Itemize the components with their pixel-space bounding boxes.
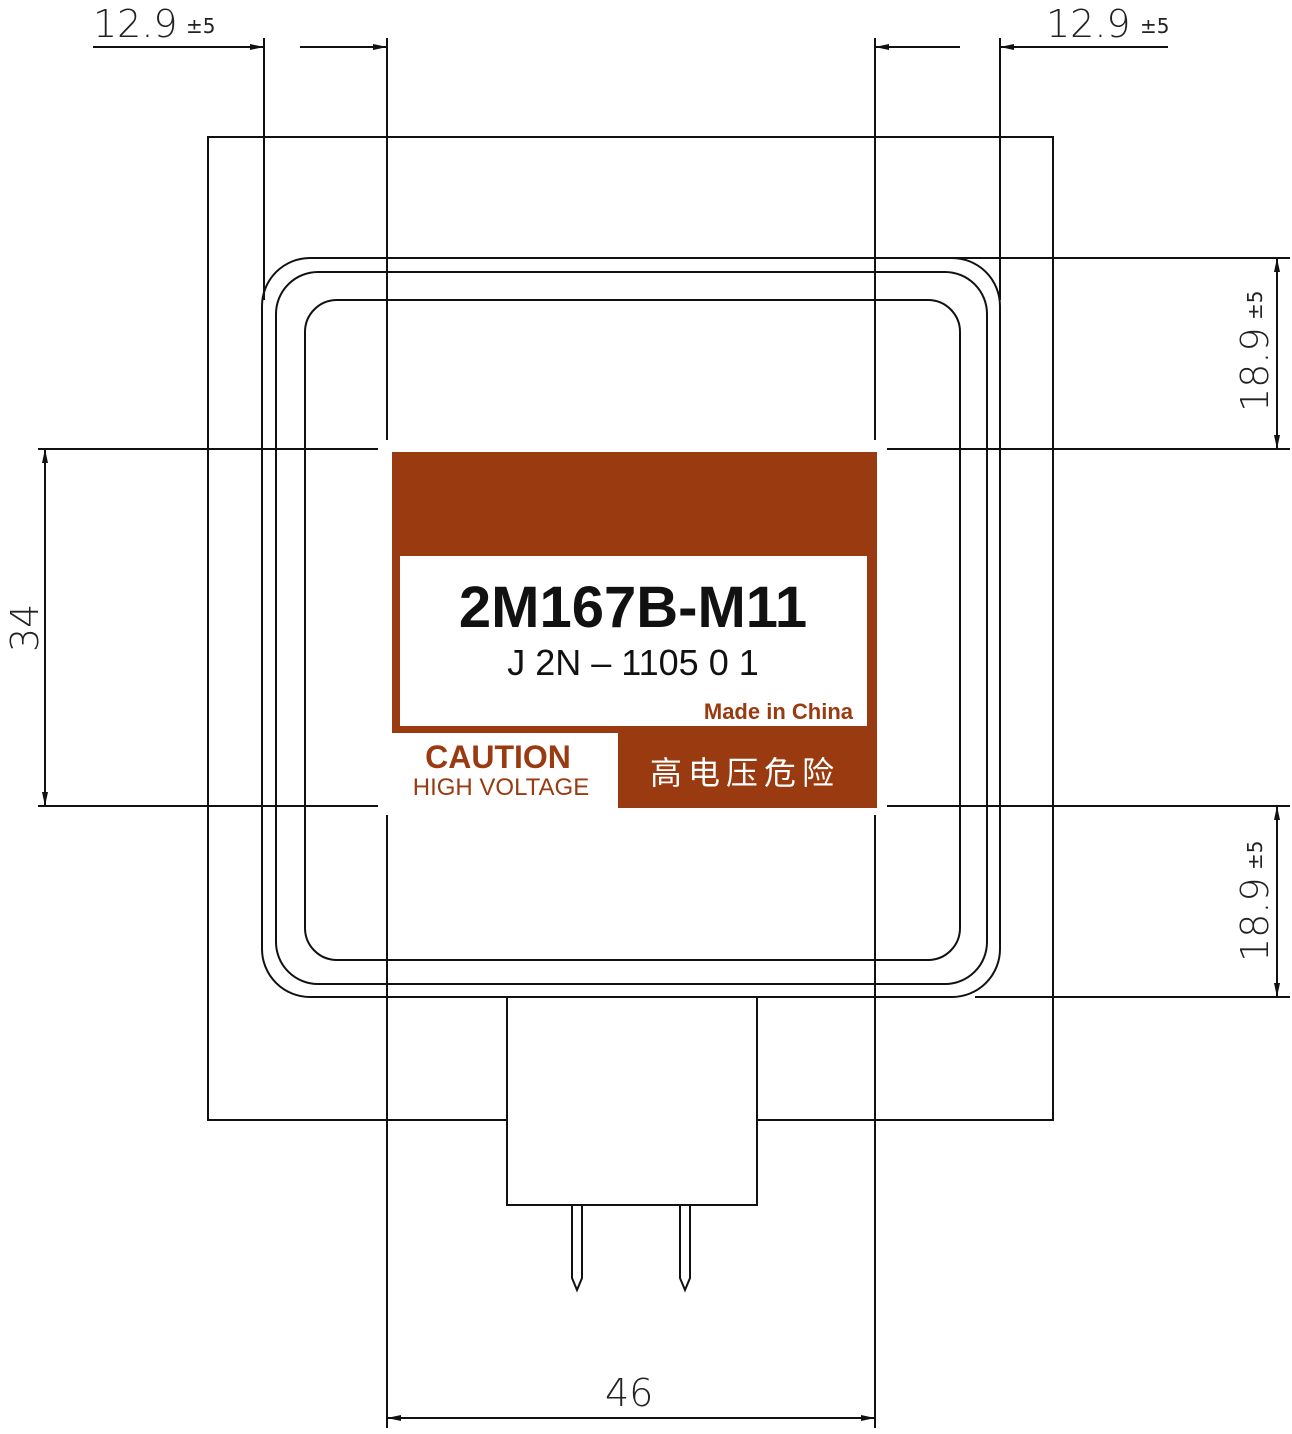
made-in-text: Made in China	[704, 699, 854, 724]
pin-left	[571, 1205, 583, 1293]
dim-top-left-tolerance: ±5	[186, 14, 215, 38]
dim-right-upper-tolerance: ±5	[1243, 291, 1267, 320]
label-white-panel	[400, 556, 867, 726]
dim-bottom-value: 46	[605, 1371, 653, 1415]
dim-top-right-tolerance: ±5	[1140, 14, 1169, 38]
connector-block	[506, 996, 758, 1206]
dim-right-upper-value: 18.9	[1233, 327, 1277, 412]
dim-left-value: 34	[3, 604, 47, 652]
serial-code: J 2N – 1105 0 1	[507, 642, 759, 683]
frame-middle	[275, 271, 988, 985]
caution-text: CAUTION	[425, 739, 571, 775]
high-voltage-text: HIGH VOLTAGE	[413, 774, 589, 801]
frame-inner	[304, 299, 961, 961]
chinese-warning-text: 高电压危险	[650, 754, 840, 792]
pin-right	[679, 1205, 691, 1293]
dim-top-right-value: 12.9	[1046, 2, 1131, 46]
product-label: 2M167B-M11 J 2N – 1105 0 1 Made in China…	[392, 452, 877, 808]
dim-top-left-value: 12.9	[93, 2, 178, 46]
model-number: 2M167B-M11	[459, 575, 807, 640]
dim-right-lower-value: 18.9	[1233, 877, 1277, 962]
dim-right-lower-tolerance: ±5	[1243, 841, 1267, 870]
caution-panel	[392, 733, 618, 808]
